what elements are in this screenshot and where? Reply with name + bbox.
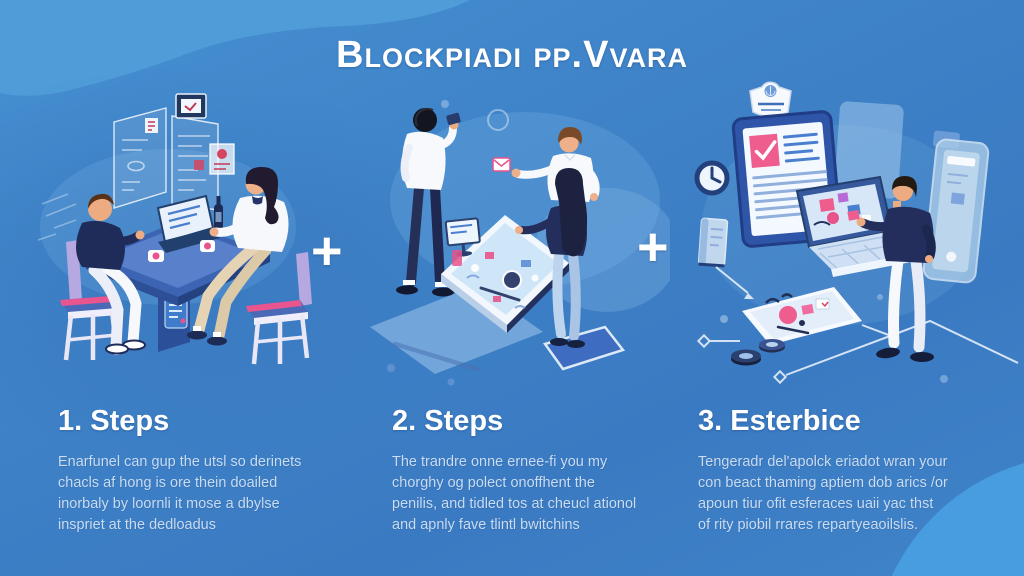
laptop-icon (156, 194, 220, 253)
step-2-heading: 2. Steps (392, 405, 504, 437)
step-3-heading: 3. Esterbice (698, 405, 861, 437)
person-man-back (396, 107, 461, 297)
page-title: Blockpiadi pp.Vvara (336, 34, 688, 76)
step-2-line: chorghy og polect onoffhent the (392, 475, 595, 491)
backdrop-panel (834, 101, 904, 199)
checkmark-icon (754, 140, 777, 161)
step-3-line: con beact thaming aptiem dob arics /or (698, 475, 948, 491)
step-1-line: chacls af hong is ore thein doailed (58, 475, 278, 491)
step-2-section: 2. Steps The trandre onne ernee-fi you m… (392, 405, 682, 536)
seated-meeting-illustration (37, 93, 312, 365)
plus-separator-right: + (637, 217, 669, 277)
step-1-line: Enarfunel can gup the utsl so derinets (58, 454, 302, 470)
step-3-section: 3. Esterbice Tengeradr del'apolck eriado… (698, 405, 998, 536)
top-left-wave-shape (0, 0, 470, 96)
person-man-seated (76, 193, 146, 355)
step-3-line: apoun tiur ofit esferaces uaii yac thst (698, 496, 934, 512)
checkbox-icon (749, 133, 780, 169)
step-2-line: and apnly fave tlintl bwitchins (392, 517, 580, 533)
step-2-line: penilis, and tidled tos at cheucl ationo… (392, 496, 637, 512)
step-1-line: inorbaly by loornli it mose a dbylse (58, 496, 280, 512)
bubble-icon (487, 109, 509, 131)
floor-tablet-icon (742, 287, 862, 345)
sketch-lines (37, 193, 77, 241)
stool-right-icon (246, 252, 312, 365)
person-woman-standing (515, 168, 588, 348)
step-1-section: 1. Steps Enarfunel can gup the utsl so d… (58, 405, 358, 536)
touch-table-illustration (370, 100, 670, 386)
phone-mockup-icon (922, 130, 990, 284)
clock-icon (694, 160, 730, 196)
bottle-icon (214, 196, 223, 234)
person-man-standing (847, 176, 936, 362)
step-3-line: of rity piobil rrares repartyeaoilslis. (698, 517, 918, 533)
shield-badge-icon (749, 81, 792, 118)
document-icon (697, 217, 729, 268)
step-1-heading: 1. Steps (58, 405, 170, 437)
standing-mat-icon (542, 325, 626, 371)
tag-icon (148, 240, 215, 262)
person-woman-seated (187, 166, 289, 346)
stool-left-icon (60, 240, 120, 361)
envelope-icon (492, 157, 511, 172)
step-2-line: The trandre onne ernee-fi you my (392, 454, 608, 470)
step-3-line: Tengeradr del'apolck eriadot wran your (698, 454, 948, 470)
plus-separator-left: + (311, 221, 343, 281)
step-1-line: inspriet at the dedloadus (58, 517, 216, 533)
connector-lines (696, 266, 1019, 385)
coins-icon (731, 339, 785, 366)
workstation-illustration (694, 81, 1019, 385)
floating-screens-icon (113, 93, 235, 211)
